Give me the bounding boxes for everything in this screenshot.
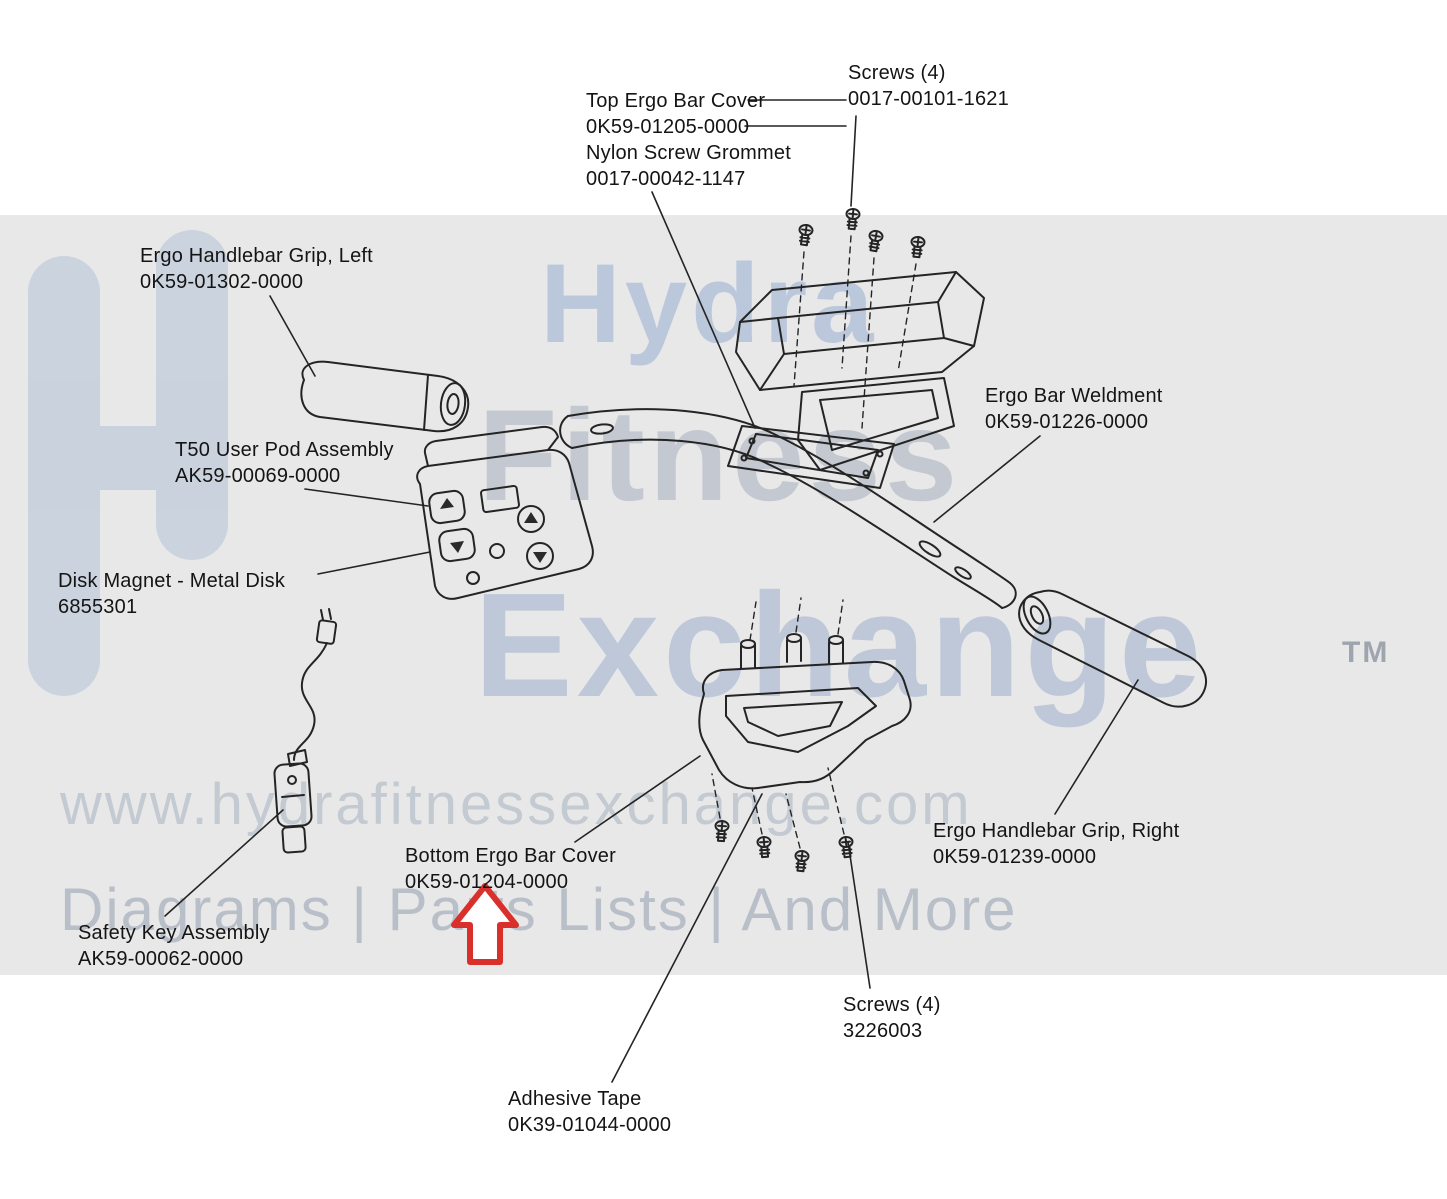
label-grip-right: Ergo Handlebar Grip, Right 0K59-01239-00…: [933, 818, 1179, 870]
user-pod-drawing: [416, 425, 594, 600]
part-number: 0K39-01044-0000: [508, 1114, 672, 1136]
watermark-brand-word-3: Exchange: [474, 563, 1206, 728]
part-name: Ergo Handlebar Grip, Left: [140, 245, 373, 267]
label-grip-left: Ergo Handlebar Grip, Left 0K59-01302-000…: [140, 243, 373, 295]
safety-key-drawing: [273, 608, 338, 854]
label-safety-key: Safety Key Assembly AK59-00062-0000: [78, 920, 270, 972]
ergo-bar-weldment-drawing: [559, 408, 1017, 609]
part-name: Top Ergo Bar Cover: [586, 90, 766, 112]
part-number: 0017-00101-1621: [848, 88, 1009, 110]
label-ergo-bar-weldment: Ergo Bar Weldment 0K59-01226-0000: [985, 383, 1163, 435]
label-bottom-ergo-bar-cover: Bottom Ergo Bar Cover 0K59-01204-0000: [405, 843, 616, 895]
part-number: 0K59-01226-0000: [985, 411, 1149, 433]
label-screws-top: Screws (4) 0017-00101-1621: [848, 60, 1009, 112]
top-ergo-bar-cover-drawing: [735, 271, 985, 391]
top-screws-drawing: [793, 207, 926, 429]
bottom-screws-drawing: [711, 767, 856, 873]
part-name: Ergo Bar Weldment: [985, 385, 1163, 407]
part-name: Adhesive Tape: [508, 1088, 642, 1110]
part-number: 0017-00042-1147: [586, 168, 746, 190]
part-number: 0K59-01302-0000: [140, 271, 304, 293]
label-user-pod: T50 User Pod Assembly AK59-00069-0000: [175, 437, 394, 489]
watermark-tagline: Diagrams | Parts Lists | And More: [60, 876, 1018, 943]
label-top-ergo-bar-cover: Top Ergo Bar Cover 0K59-01205-0000 Nylon…: [586, 88, 791, 192]
part-name: T50 User Pod Assembly: [175, 439, 394, 461]
label-screws-bottom: Screws (4) 3226003: [843, 992, 941, 1044]
bottom-ergo-bar-cover-drawing: [698, 597, 912, 790]
leader-lines: [164, 99, 1139, 1083]
part-number: 0K59-01204-0000: [405, 871, 569, 893]
part-number: 6855301: [58, 596, 138, 618]
label-adhesive-tape: Adhesive Tape 0K39-01044-0000: [508, 1086, 671, 1138]
part-number: AK59-00069-0000: [175, 465, 341, 487]
label-disk-magnet: Disk Magnet - Metal Disk 6855301: [58, 568, 285, 620]
part-number: 0K59-01239-0000: [933, 846, 1097, 868]
right-grip-drawing: [1018, 589, 1207, 708]
watermark-trademark: TM: [1342, 636, 1390, 669]
part-name: Screws (4): [843, 994, 941, 1016]
part-number: 3226003: [843, 1020, 923, 1042]
part-number: 0K59-01205-0000: [586, 116, 750, 138]
part-name: Nylon Screw Grommet: [586, 142, 791, 164]
highlight-arrow-icon: [451, 883, 519, 965]
part-name: Safety Key Assembly: [78, 922, 270, 944]
left-grip-drawing: [300, 360, 470, 433]
watermark-website: www.hydrafitnessexchange.com: [60, 772, 973, 837]
pod-button-arrows: [440, 498, 547, 563]
part-name: Disk Magnet - Metal Disk: [58, 570, 286, 592]
part-name: Bottom Ergo Bar Cover: [405, 845, 616, 867]
part-number: AK59-00062-0000: [78, 948, 244, 970]
watermark-brand-word-1: Hydra: [540, 241, 878, 366]
part-name: Ergo Handlebar Grip, Right: [933, 820, 1180, 842]
hydra-h-logo-icon: [28, 230, 228, 696]
part-name: Screws (4): [848, 62, 946, 84]
